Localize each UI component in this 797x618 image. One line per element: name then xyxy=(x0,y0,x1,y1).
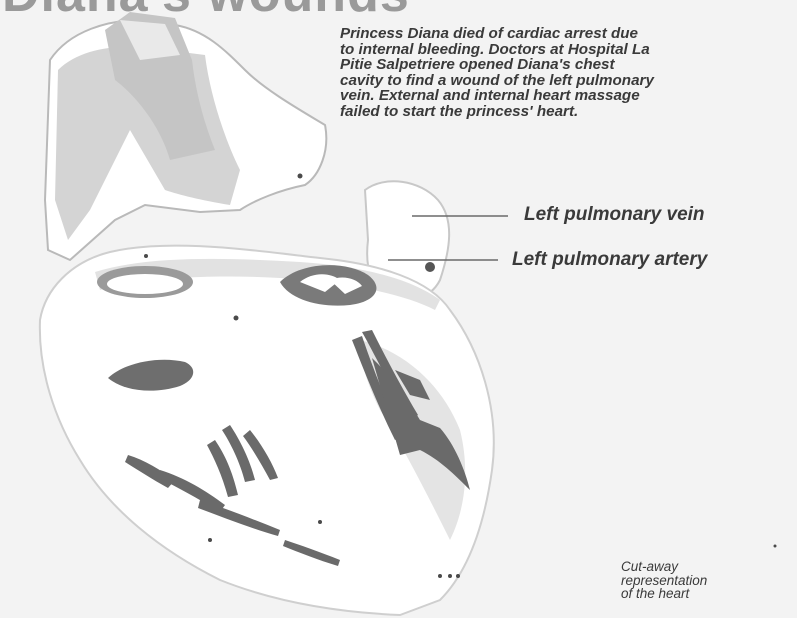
left-pulmonary-artery-label: Left pulmonary artery xyxy=(512,249,707,271)
caption: Princess Diana died of cardiac arrest du… xyxy=(340,26,794,120)
caption-line: Princess Diana died of cardiac arrest du… xyxy=(340,26,794,42)
caption-line: failed to start the princess' heart. xyxy=(340,104,794,120)
caption-line: vein. External and internal heart massag… xyxy=(340,88,794,104)
left-pulmonary-vein-label: Left pulmonary vein xyxy=(524,204,705,226)
footnote: Cut-away representation of the heart xyxy=(621,560,707,601)
page-title: Diana's wounds xyxy=(2,0,410,24)
caption-line: cavity to find a wound of the left pulmo… xyxy=(340,73,794,89)
footnote-line: of the heart xyxy=(621,587,707,601)
atrium-ring-inner xyxy=(107,274,183,294)
footnote-line: representation xyxy=(621,574,707,588)
footnote-line: Cut-away xyxy=(621,560,707,574)
caption-line: Pitie Salpetriere opened Diana's chest xyxy=(340,57,794,73)
caption-line: to internal bleeding. Doctors at Hospita… xyxy=(340,42,794,58)
vein-spot xyxy=(425,262,435,272)
